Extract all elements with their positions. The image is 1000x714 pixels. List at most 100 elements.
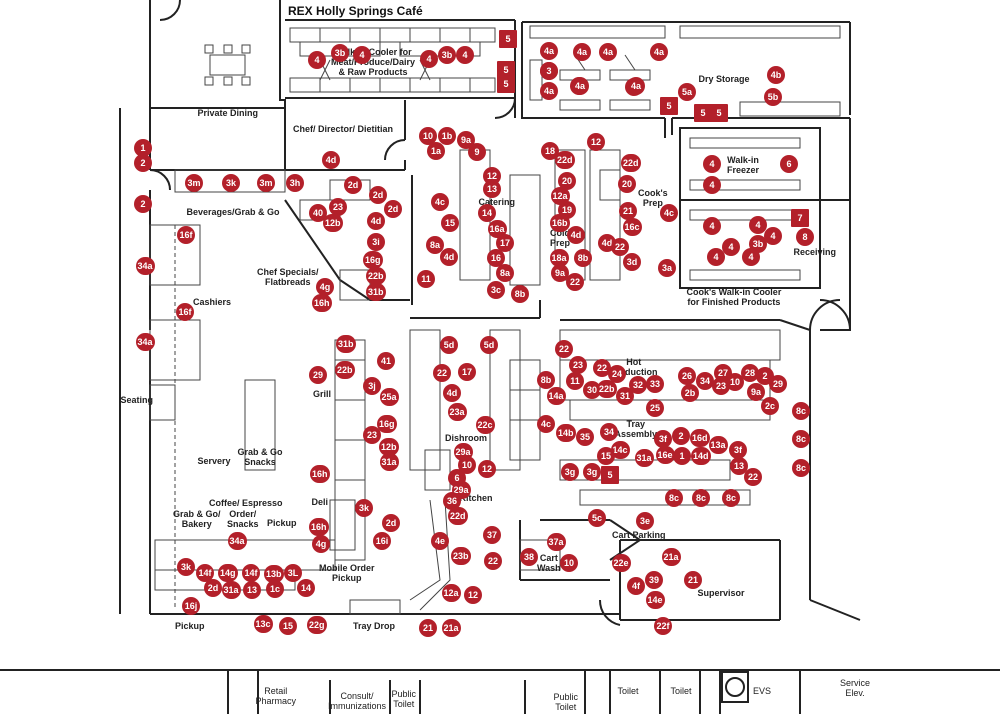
equipment-marker: 3c: [487, 281, 505, 299]
equipment-marker: 12: [478, 460, 496, 478]
equipment-marker: 4c: [660, 204, 678, 222]
room-label-coffee: Coffee/ Espresso: [209, 498, 283, 508]
equipment-marker: 5d: [440, 336, 458, 354]
equipment-marker: 22c: [475, 416, 495, 434]
equipment-marker: 23b: [451, 547, 471, 565]
equipment-marker: 12a: [441, 584, 461, 602]
equipment-marker: 30: [583, 381, 601, 399]
equipment-marker: 22b: [366, 267, 386, 285]
equipment-marker: 4d: [367, 212, 385, 230]
equipment-marker: 11: [566, 372, 584, 390]
room-label-evs: EVS: [753, 686, 772, 696]
equipment-marker: 12: [587, 133, 605, 151]
equipment-marker: 5: [660, 97, 678, 115]
equipment-marker: 2c: [761, 397, 779, 415]
room-label-seating: Seating: [120, 395, 154, 405]
equipment-marker: 4d: [567, 226, 585, 244]
room-label-servery: Servery: [197, 456, 231, 466]
equipment-marker: 4a: [599, 43, 617, 61]
equipment-marker: 8b: [511, 285, 529, 303]
equipment-marker: 8b: [574, 249, 592, 267]
equipment-marker: 12a: [550, 187, 570, 205]
equipment-marker: 16h: [310, 465, 330, 483]
equipment-marker: 4a: [540, 42, 558, 60]
equipment-marker: 8c: [792, 402, 810, 420]
equipment-marker: 26: [678, 367, 696, 385]
equipment-marker: 14g: [218, 564, 238, 582]
equipment-marker: 7: [791, 209, 809, 227]
equipment-marker: 31b: [336, 335, 356, 353]
equipment-marker: 2b: [681, 384, 699, 402]
equipment-marker: 31: [616, 387, 634, 405]
equipment-marker: 3i: [367, 233, 385, 251]
equipment-marker: 3k: [222, 174, 240, 192]
equipment-marker: 8a: [496, 264, 514, 282]
equipment-marker: 22: [484, 552, 502, 570]
equipment-marker: 13: [483, 180, 501, 198]
equipment-marker: 4g: [312, 535, 330, 553]
equipment-marker: 15: [441, 214, 459, 232]
room-label-receiving: Receiving: [793, 247, 837, 257]
equipment-marker: 12b: [323, 214, 343, 232]
equipment-marker: 22e: [611, 554, 631, 572]
equipment-marker: 2: [134, 154, 152, 172]
equipment-marker: 3g: [583, 463, 601, 481]
room-label-toilet-2: Toilet: [670, 686, 692, 696]
equipment-marker: 3h: [286, 174, 304, 192]
room-label-beverages: Beverages/Grab & Go: [186, 207, 280, 217]
equipment-marker: 22: [744, 468, 762, 486]
equipment-marker: 13a: [708, 436, 728, 454]
equipment-marker: 16c: [622, 218, 642, 236]
equipment-marker: 5: [694, 104, 712, 122]
equipment-marker: 1c: [266, 580, 284, 598]
equipment-marker: 29: [309, 366, 327, 384]
room-label-cart-parking: Cart Parking: [612, 530, 666, 540]
equipment-marker: 1: [134, 139, 152, 157]
equipment-marker: 14a: [546, 387, 566, 405]
equipment-marker: 36: [443, 492, 461, 510]
equipment-marker: 31b: [366, 283, 386, 301]
equipment-marker: 4g: [316, 278, 334, 296]
equipment-marker: 3f: [729, 441, 747, 459]
room-label-chef-specials: Chef Specials/Flatbreads: [257, 267, 319, 287]
equipment-marker: 23: [329, 198, 347, 216]
room-label-chef-office: Chef/ Director/ Dietitian: [293, 124, 394, 134]
equipment-marker: 31a: [221, 581, 241, 599]
equipment-marker: 41: [377, 352, 395, 370]
equipment-marker: 14f: [242, 564, 260, 582]
equipment-marker: 9: [468, 143, 486, 161]
equipment-marker: 4: [308, 51, 326, 69]
equipment-marker: 4: [703, 155, 721, 173]
equipment-marker: 2d: [384, 200, 402, 218]
equipment-marker: 4d: [440, 248, 458, 266]
equipment-marker: 24: [608, 365, 626, 383]
equipment-marker: 21a: [441, 619, 461, 637]
equipment-marker: 16h: [309, 518, 329, 536]
equipment-marker: 13b: [264, 565, 284, 583]
equipment-marker: 20: [618, 175, 636, 193]
room-label-tray-drop: Tray Drop: [353, 621, 396, 631]
equipment-marker: 16h: [312, 294, 332, 312]
room-label-catering: Catering: [478, 197, 516, 207]
room-label-pickup-1: Pickup: [267, 518, 297, 528]
equipment-marker: 8a: [426, 236, 444, 254]
equipment-marker: 22: [611, 238, 629, 256]
equipment-marker: 14e: [645, 591, 665, 609]
equipment-marker: 8: [796, 228, 814, 246]
equipment-marker: 16: [487, 249, 505, 267]
equipment-marker: 4e: [431, 532, 449, 550]
equipment-marker: 21a: [661, 548, 681, 566]
equipment-marker: 16g: [377, 415, 397, 433]
equipment-marker: 9a: [551, 264, 569, 282]
equipment-marker: 11: [417, 270, 435, 288]
equipment-marker: 3b: [331, 44, 349, 62]
equipment-marker: 4: [742, 248, 760, 266]
equipment-marker: 3m: [185, 174, 203, 192]
